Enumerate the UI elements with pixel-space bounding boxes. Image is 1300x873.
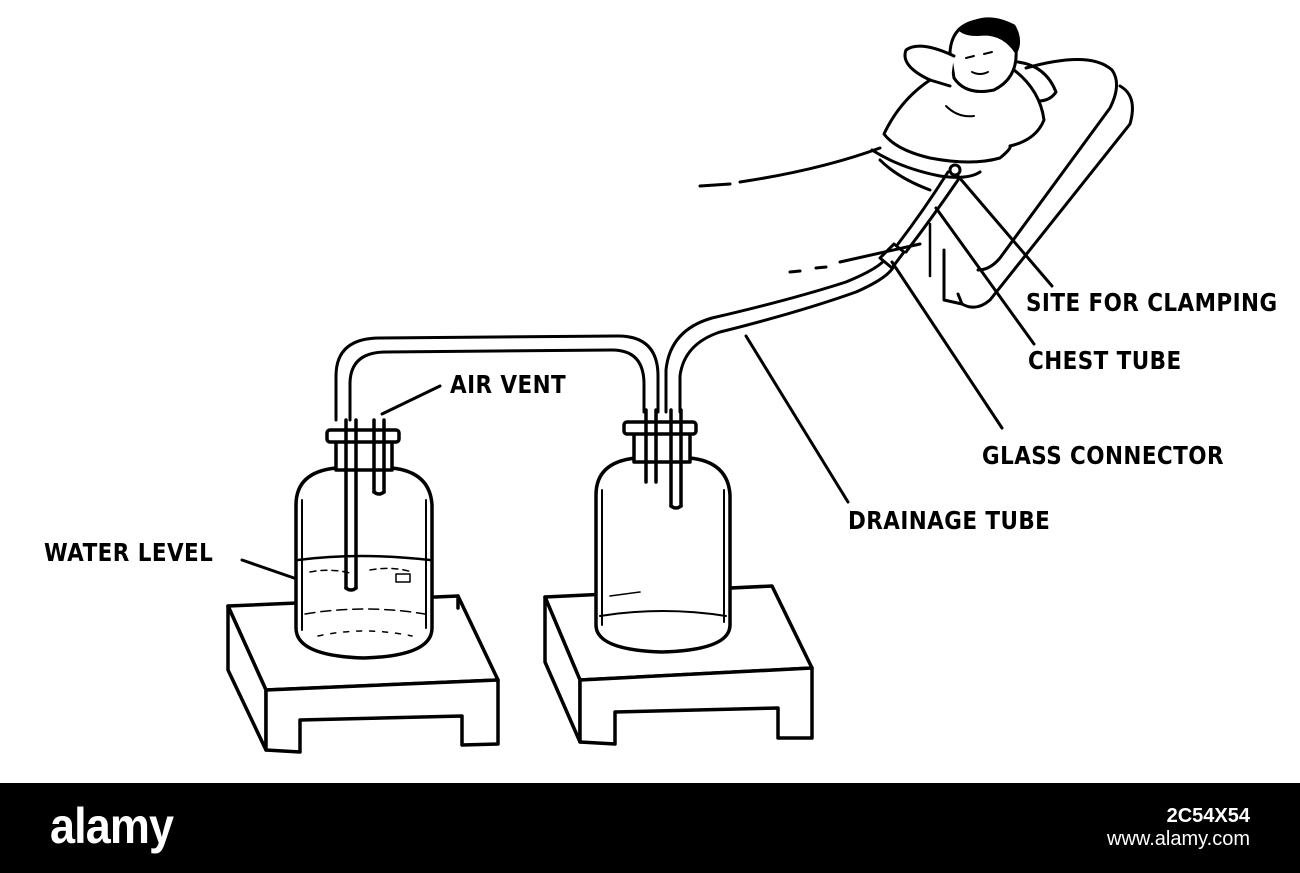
water-surface [296,554,432,562]
leader-drainage-tube [744,334,850,504]
label-site-for-clamping: SITE FOR CLAMPING [1026,288,1278,317]
image-id-block: 2C54X54 www.alamy.com [1107,805,1250,851]
bed [698,58,1134,309]
leader-water-level [240,558,296,580]
label-air-vent: AIR VENT [450,370,567,399]
drainage-tube-line [664,256,896,414]
label-glass-connector: GLASS CONNECTOR [982,441,1224,470]
diagram-canvas: SITE FOR CLAMPING CHEST TUBE GLASS CONNE… [44,17,1278,754]
chest-drainage-illustration [226,17,1134,754]
label-drainage-tube: DRAINAGE TUBE [848,506,1051,535]
label-water-level: WATER LEVEL [44,538,214,567]
leader-glass-connector [890,260,1004,430]
site-url: www.alamy.com [1107,828,1250,850]
patient [870,17,1058,192]
right-jar [594,408,732,654]
leader-air-vent [380,384,442,416]
leader-lines [240,174,1054,580]
leader-chest-tube [934,206,1036,346]
leader-site-for-clamping [956,174,1054,288]
image-code: 2C54X54 [1166,805,1250,827]
left-jar [294,418,434,660]
watermark-footer: alamy 2C54X54 www.alamy.com [0,783,1300,873]
right-stand [543,584,814,746]
label-chest-tube: CHEST TUBE [1028,346,1182,375]
alamy-logo: alamy [50,798,174,854]
connecting-tube [334,334,660,422]
